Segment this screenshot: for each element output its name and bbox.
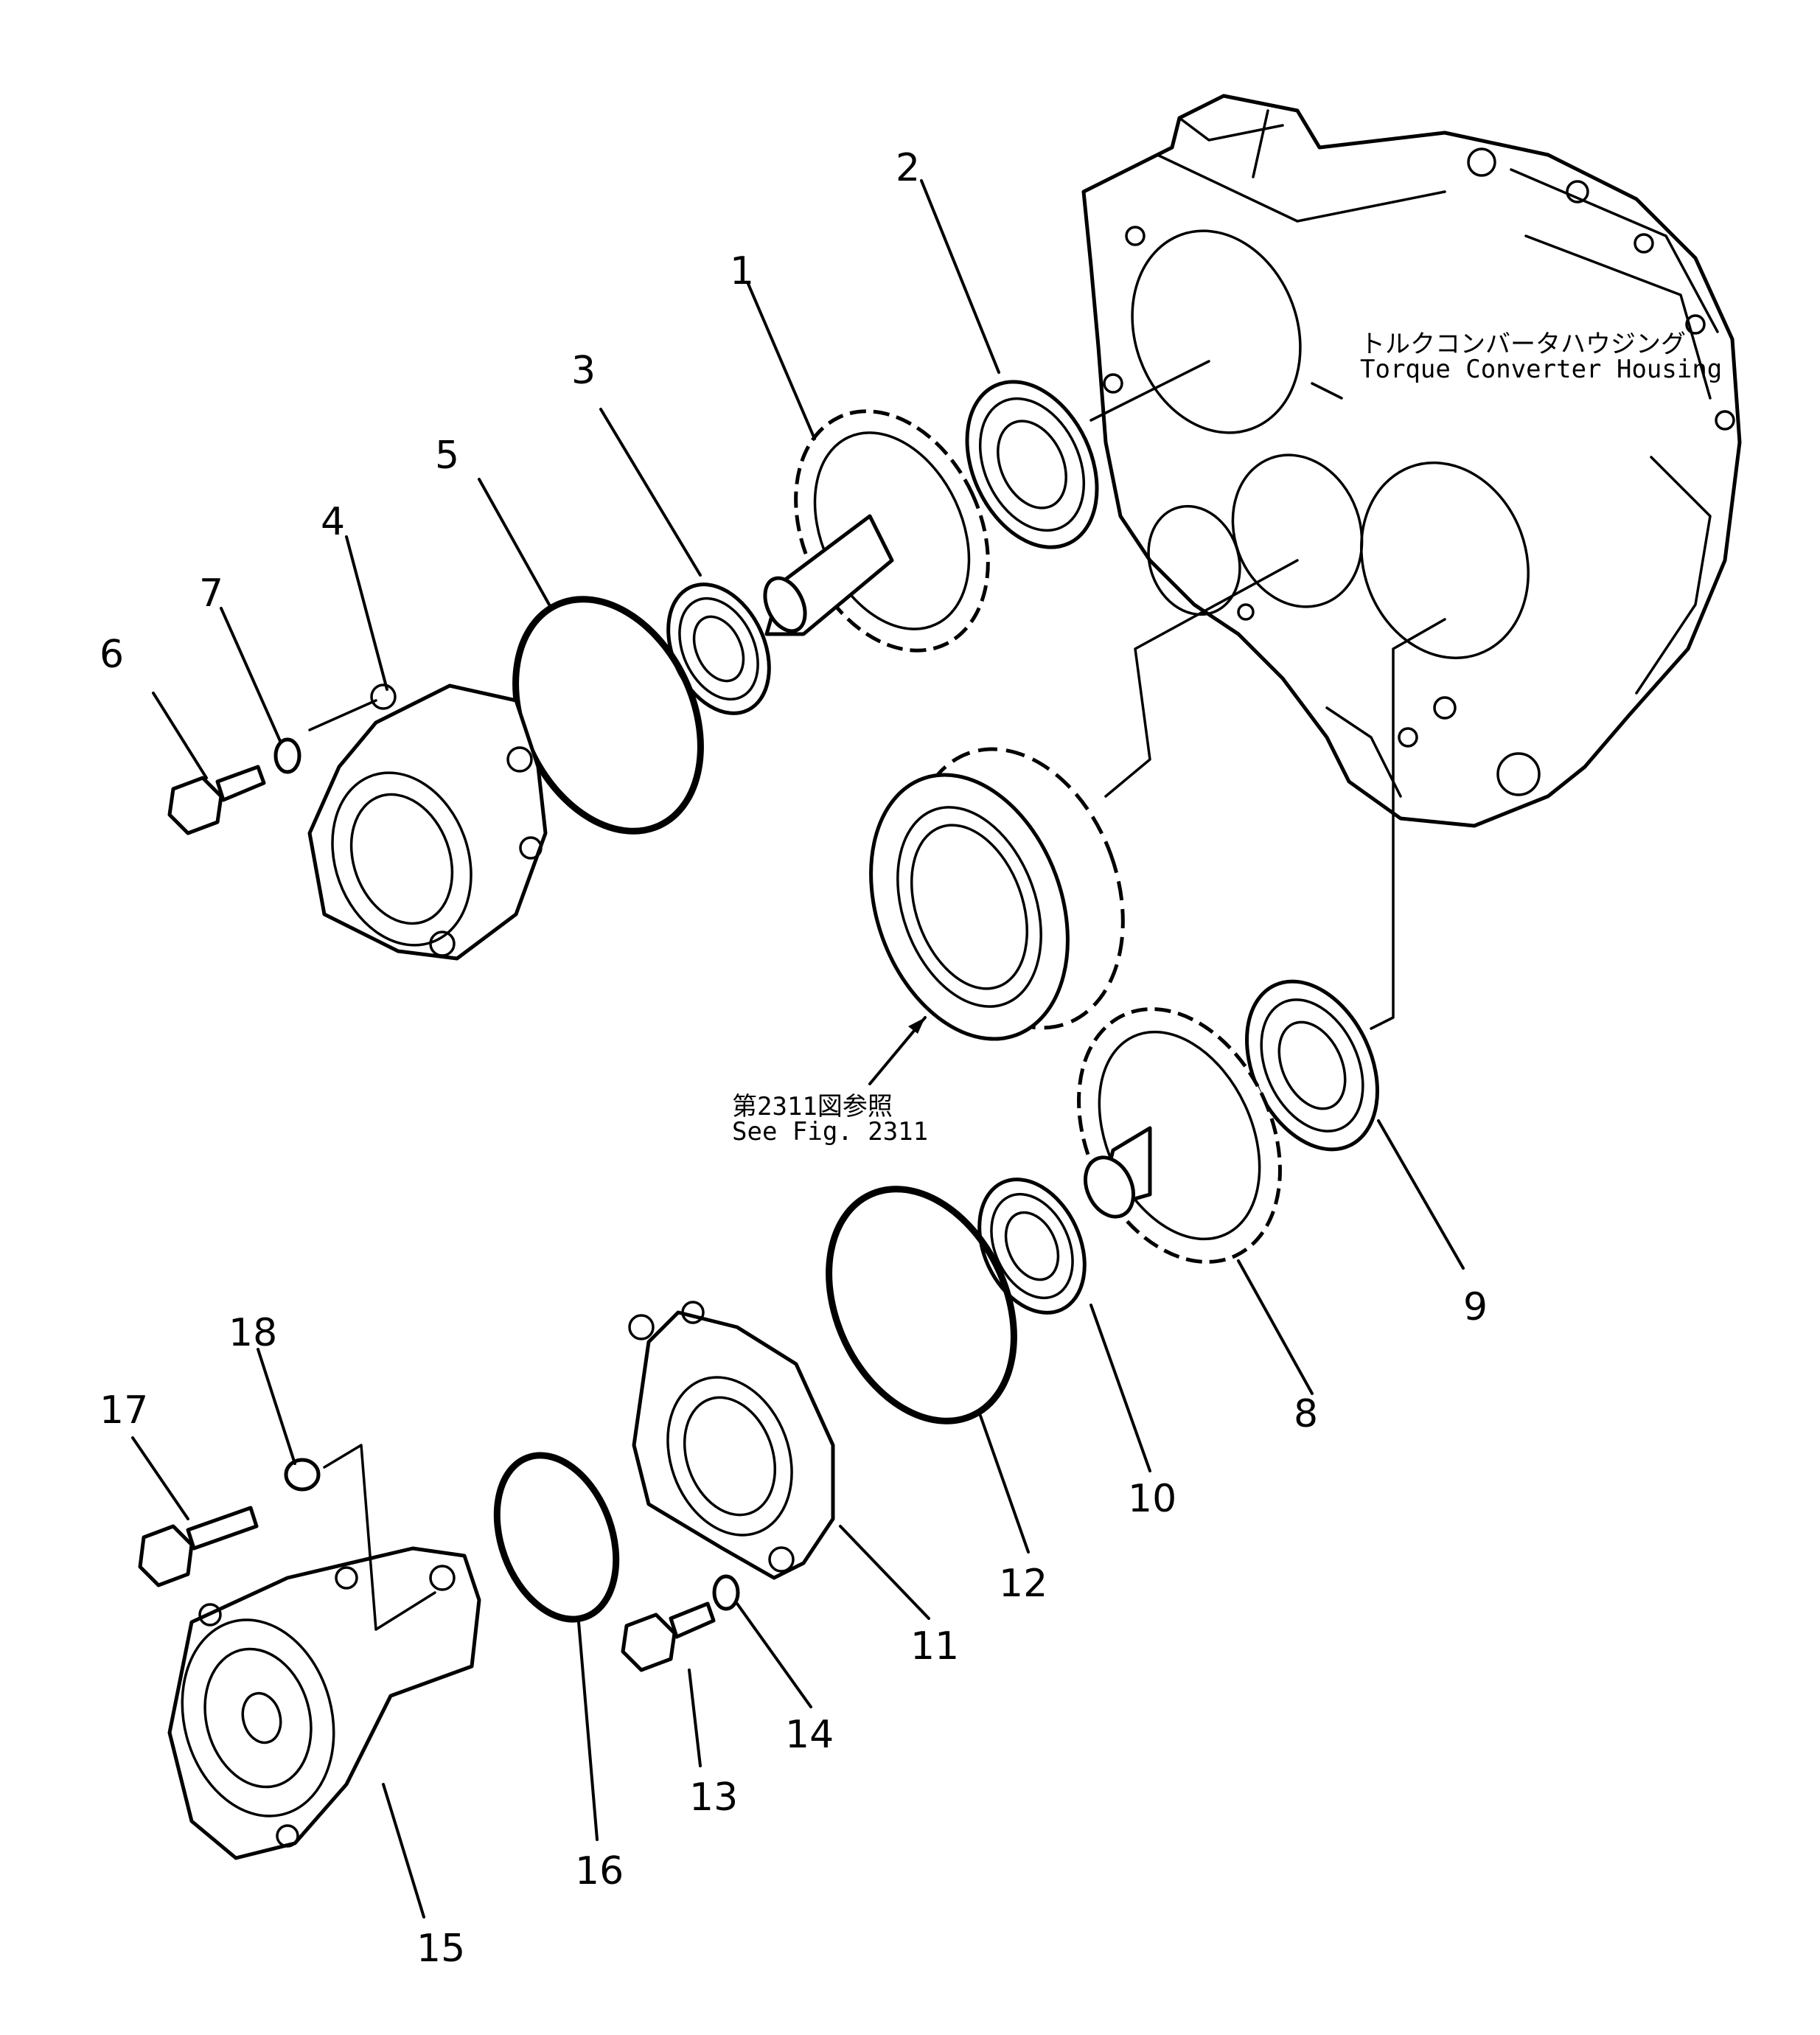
pump-housing bbox=[167, 1546, 481, 1860]
part-number-8: 8 bbox=[1294, 1392, 1318, 1436]
part-number-12: 12 bbox=[999, 1562, 1047, 1606]
part-number-16: 16 bbox=[575, 1849, 624, 1893]
part-number-13: 13 bbox=[689, 1775, 738, 1820]
bolt-lower bbox=[621, 1601, 716, 1672]
reference-note: 第2311図参照 See Fig. 2311 bbox=[732, 1092, 928, 1147]
leader-lines bbox=[131, 179, 1465, 1919]
bearing-lower-small bbox=[977, 1177, 1087, 1315]
part-number-2: 2 bbox=[896, 146, 920, 190]
part-number-14: 14 bbox=[785, 1713, 834, 1757]
washer-pump bbox=[284, 1458, 321, 1492]
o-ring-lower-large bbox=[826, 1186, 1017, 1424]
reference-note-english: See Fig. 2311 bbox=[732, 1117, 928, 1147]
part-number-18: 18 bbox=[229, 1311, 277, 1355]
part-number-10: 10 bbox=[1128, 1477, 1176, 1521]
reference-clutch-assembly bbox=[869, 747, 1125, 1041]
housing-label-english: Torque Converter Housing bbox=[1360, 355, 1722, 384]
part-number-4: 4 bbox=[321, 500, 345, 544]
cover-upper bbox=[307, 683, 548, 961]
part-number-17: 17 bbox=[100, 1388, 148, 1433]
part-number-15: 15 bbox=[416, 1927, 465, 1971]
part-number-7: 7 bbox=[199, 571, 223, 616]
part-number-3: 3 bbox=[571, 349, 596, 393]
torque-converter-housing bbox=[1081, 94, 1742, 828]
housing-label: トルクコンバータハウジング Torque Converter Housing bbox=[1360, 330, 1722, 384]
part-number-1: 1 bbox=[730, 249, 754, 293]
part-number-5: 5 bbox=[435, 434, 459, 478]
housing-label-japanese: トルクコンバータハウジング bbox=[1360, 330, 1686, 359]
reference-note-japanese: 第2311図参照 bbox=[732, 1092, 893, 1121]
bolt-pump bbox=[138, 1506, 259, 1587]
washer-upper bbox=[273, 737, 301, 774]
cover-lower bbox=[628, 1301, 835, 1580]
part-numbers: 1 2 3 4 5 6 7 8 9 10 11 12 13 14 15 16 1… bbox=[100, 146, 1488, 1971]
washer-lower bbox=[712, 1574, 740, 1611]
part-number-11: 11 bbox=[910, 1624, 959, 1669]
bolt-upper bbox=[167, 765, 266, 835]
gear-upper bbox=[763, 409, 990, 653]
o-ring-lower-small bbox=[493, 1452, 620, 1623]
part-number-9: 9 bbox=[1463, 1285, 1488, 1329]
part-number-6: 6 bbox=[100, 633, 124, 677]
bearing-upper-large bbox=[965, 380, 1099, 549]
reference-arrow bbox=[868, 1016, 927, 1085]
gear-lower bbox=[1077, 1007, 1282, 1264]
